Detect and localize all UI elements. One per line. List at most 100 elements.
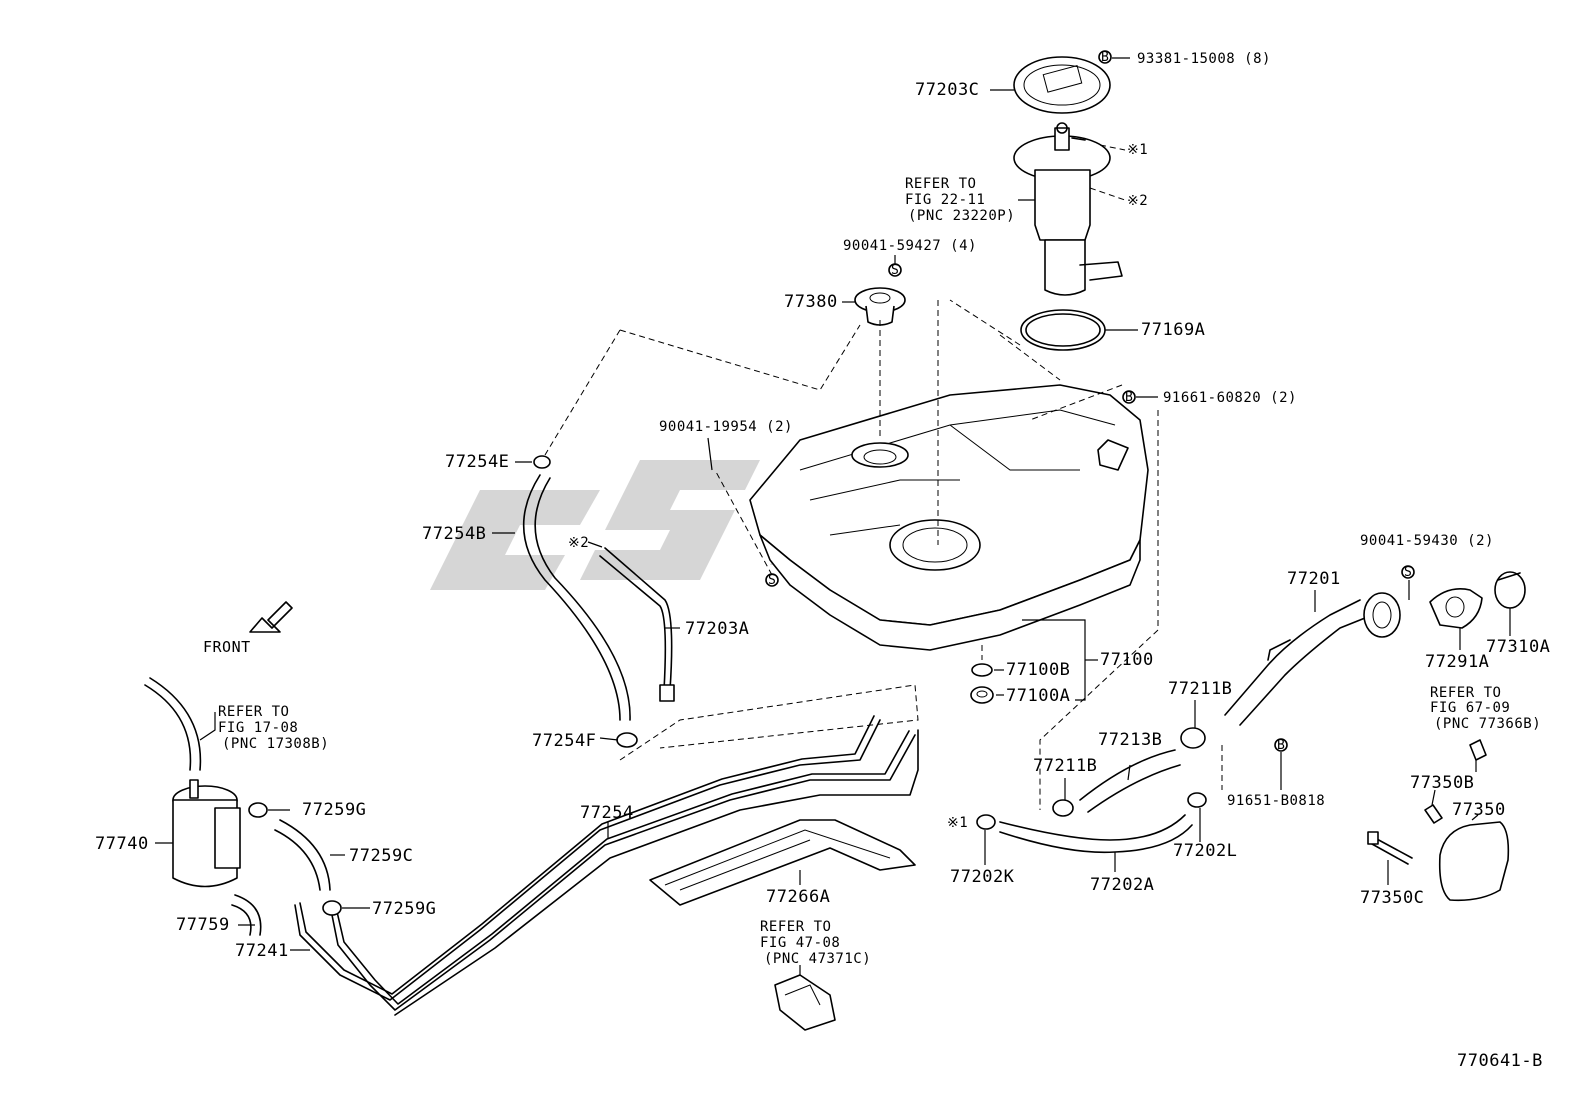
svg-text:S: S — [768, 573, 776, 588]
label-refer-22-line2: FIG 22-11 — [905, 192, 985, 208]
label-77254E: 77254E — [445, 452, 509, 472]
label-91661-60820: 91661-60820 (2) — [1163, 390, 1297, 406]
label-77241: 77241 — [235, 941, 289, 961]
label-star1-bottom: ※1 — [947, 815, 968, 831]
label-77211B-top: 77211B — [1168, 679, 1232, 699]
screw-icon-90041-19954: S — [765, 573, 779, 588]
label-77254: 77254 — [580, 803, 634, 823]
label-77203A: 77203A — [685, 619, 749, 639]
bolt-icon-91651: B — [1274, 738, 1288, 753]
label-77350B: 77350B — [1410, 773, 1474, 793]
label-refer-47-line2: FIG 47-08 — [760, 935, 840, 951]
label-77759: 77759 — [176, 915, 230, 935]
clamp-77202L — [1187, 792, 1207, 808]
label-93381-15008: 93381-15008 (8) — [1137, 51, 1271, 67]
filler-pipe-77201 — [1224, 592, 1401, 726]
hose-77759 — [231, 894, 262, 936]
clamp-77259G-bottom — [322, 900, 342, 916]
hose-77213B — [1079, 749, 1181, 813]
clamp-77211B-top — [1180, 727, 1206, 749]
label-front: FRONT — [203, 638, 251, 656]
label-90041-59430: 90041-59430 (2) — [1360, 533, 1494, 549]
hose-77259C — [274, 819, 331, 891]
label-refer-17-line2: FIG 17-08 — [218, 720, 298, 736]
label-77350: 77350 — [1452, 800, 1506, 820]
front-arrow-icon — [249, 601, 293, 633]
label-77202L: 77202L — [1173, 841, 1237, 861]
label-refer-67-line2: FIG 67-09 — [1430, 700, 1510, 716]
figure-id: 770641-B — [1457, 1051, 1543, 1071]
opener-part-77366B — [1469, 739, 1487, 761]
fuel-pump-cover-77203C — [1013, 56, 1111, 114]
screw-icon-90041-59427: S — [888, 263, 902, 278]
fuel-tank-77100 — [749, 384, 1149, 651]
sender-gauge-77380 — [854, 287, 906, 326]
label-star2-top: ※2 — [1127, 193, 1148, 209]
fuel-pump-assembly — [1013, 122, 1123, 296]
fuel-cap-77310A — [1494, 571, 1526, 609]
label-77259G-top: 77259G — [302, 800, 366, 820]
label-77291A: 77291A — [1425, 652, 1489, 672]
bolt-icon-91661: B — [1122, 390, 1136, 405]
label-refer-17-line3: (PNC 17308B) — [222, 736, 329, 752]
bolt-icon-93381: B — [1098, 50, 1112, 65]
label-refer-47-line3: (PNC 47371C) — [764, 951, 871, 967]
label-77213B: 77213B — [1098, 730, 1162, 750]
assembly-guide-lines — [544, 299, 1223, 810]
canister-77740 — [172, 779, 241, 888]
label-refer-67-line3: (PNC 77366B) — [1434, 716, 1541, 732]
clip-part-47371C — [774, 974, 836, 1031]
gasket-ring-77169A — [1020, 309, 1106, 351]
tube-77203A — [599, 547, 675, 702]
label-77380: 77380 — [784, 292, 838, 312]
svg-text:S: S — [891, 263, 899, 278]
label-77266A: 77266A — [766, 887, 830, 907]
label-star1-top: ※1 — [1127, 142, 1148, 158]
label-77254F: 77254F — [532, 731, 596, 751]
label-refer-47-line1: REFER TO — [760, 919, 831, 935]
hinge-pin-77350C — [1367, 831, 1413, 865]
clamp-77202K — [976, 814, 996, 830]
tank-grommet-77100B — [971, 663, 993, 677]
screw-icon-90041-59430: S — [1401, 565, 1415, 580]
label-90041-19954: 90041-19954 (2) — [659, 419, 793, 435]
leader-lines — [155, 57, 1511, 975]
label-77169A: 77169A — [1141, 320, 1205, 340]
svg-text:B: B — [1277, 738, 1285, 753]
tank-grommet-77100A — [970, 686, 994, 704]
clamp-77254F — [616, 732, 638, 748]
label-77310A: 77310A — [1486, 637, 1550, 657]
clamp-77211B-left — [1052, 799, 1074, 817]
label-77740: 77740 — [95, 834, 149, 854]
protector-77266A — [649, 819, 916, 906]
label-refer-17-line1: REFER TO — [218, 704, 289, 720]
label-77211B-left: 77211B — [1033, 756, 1097, 776]
clamp-77254E — [533, 455, 551, 469]
fuel-lines-77254 — [294, 715, 919, 1016]
label-77259G-bottom: 77259G — [372, 899, 436, 919]
cushion-77350B — [1424, 804, 1443, 824]
label-77100A: 77100A — [1006, 686, 1070, 706]
label-91651-B0818: 91651-B0818 — [1227, 793, 1325, 809]
hose-refer-17308B — [144, 677, 202, 771]
label-77203C: 77203C — [915, 80, 979, 100]
svg-text:B: B — [1125, 390, 1133, 405]
label-star2-left: ※2 — [568, 535, 589, 551]
clamp-77259G-top — [248, 802, 268, 818]
label-77100B: 77100B — [1006, 660, 1070, 680]
filler-bracket-77291A — [1429, 588, 1483, 629]
svg-text:B: B — [1101, 50, 1109, 65]
label-77254B: 77254B — [422, 524, 486, 544]
label-77100: 77100 — [1100, 650, 1154, 670]
hose-77202A — [999, 814, 1193, 854]
label-refer-67-line1: REFER TO — [1430, 685, 1501, 701]
label-77202K: 77202K — [950, 867, 1015, 887]
hose-77254B — [522, 474, 631, 721]
label-77202A: 77202A — [1090, 875, 1154, 895]
label-77201: 77201 — [1287, 569, 1341, 589]
label-refer-22-line1: REFER TO — [905, 176, 976, 192]
label-77259C: 77259C — [349, 846, 413, 866]
label-refer-22-line3: (PNC 23220P) — [908, 208, 1015, 224]
svg-text:S: S — [1404, 565, 1412, 580]
